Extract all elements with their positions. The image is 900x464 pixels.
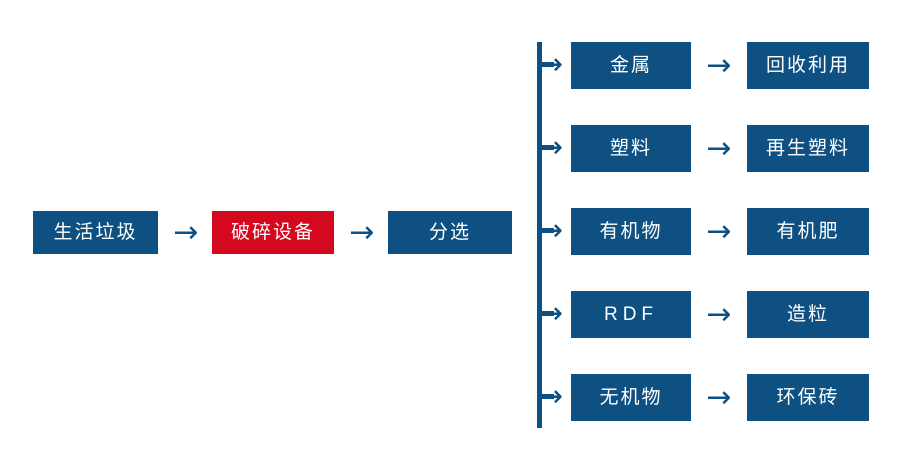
branch-stub-metal — [542, 62, 554, 67]
node-crushing-equipment[interactable]: 破碎设备 — [212, 211, 334, 254]
node-product-regenerated-plastic[interactable]: 再生塑料 — [747, 125, 869, 172]
node-product-recycling[interactable]: 回收利用 — [747, 42, 869, 89]
node-material-metal[interactable]: 金属 — [571, 42, 691, 89]
branch-trunk-line — [537, 42, 542, 428]
node-material-rdf[interactable]: RDF — [571, 291, 691, 338]
node-product-pelletizing[interactable]: 造粒 — [747, 291, 869, 338]
arrow-right-icon-metal-to-product: → — [706, 47, 732, 83]
node-material-plastic[interactable]: 塑料 — [571, 125, 691, 172]
arrow-right-icon-input-to-crusher: → — [173, 214, 199, 250]
branch-stub-organic — [542, 228, 554, 233]
arrow-right-icon-rdf-to-product: → — [706, 296, 732, 332]
branch-stub-inorganic — [542, 394, 554, 399]
arrow-right-icon-branch-organic: → — [538, 213, 564, 248]
node-material-inorganic[interactable]: 无机物 — [571, 374, 691, 421]
arrow-right-icon-inorganic-to-product: → — [706, 379, 732, 415]
node-input-waste[interactable]: 生活垃圾 — [33, 211, 158, 254]
arrow-right-icon-branch-inorganic: → — [538, 379, 564, 414]
branch-stub-plastic — [542, 145, 554, 150]
arrow-right-icon-organic-to-product: → — [706, 213, 732, 249]
arrow-right-icon-branch-plastic: → — [538, 130, 564, 165]
arrow-right-icon-branch-metal: → — [538, 47, 564, 82]
node-product-organic-fertilizer[interactable]: 有机肥 — [747, 208, 869, 255]
arrow-right-icon-plastic-to-product: → — [706, 130, 732, 166]
node-material-organic[interactable]: 有机物 — [571, 208, 691, 255]
node-product-eco-brick[interactable]: 环保砖 — [747, 374, 869, 421]
branch-stub-rdf — [542, 311, 554, 316]
arrow-right-icon-crusher-to-sorting: → — [349, 214, 375, 250]
arrow-right-icon-branch-rdf: → — [538, 296, 564, 331]
node-sorting[interactable]: 分选 — [388, 211, 512, 254]
